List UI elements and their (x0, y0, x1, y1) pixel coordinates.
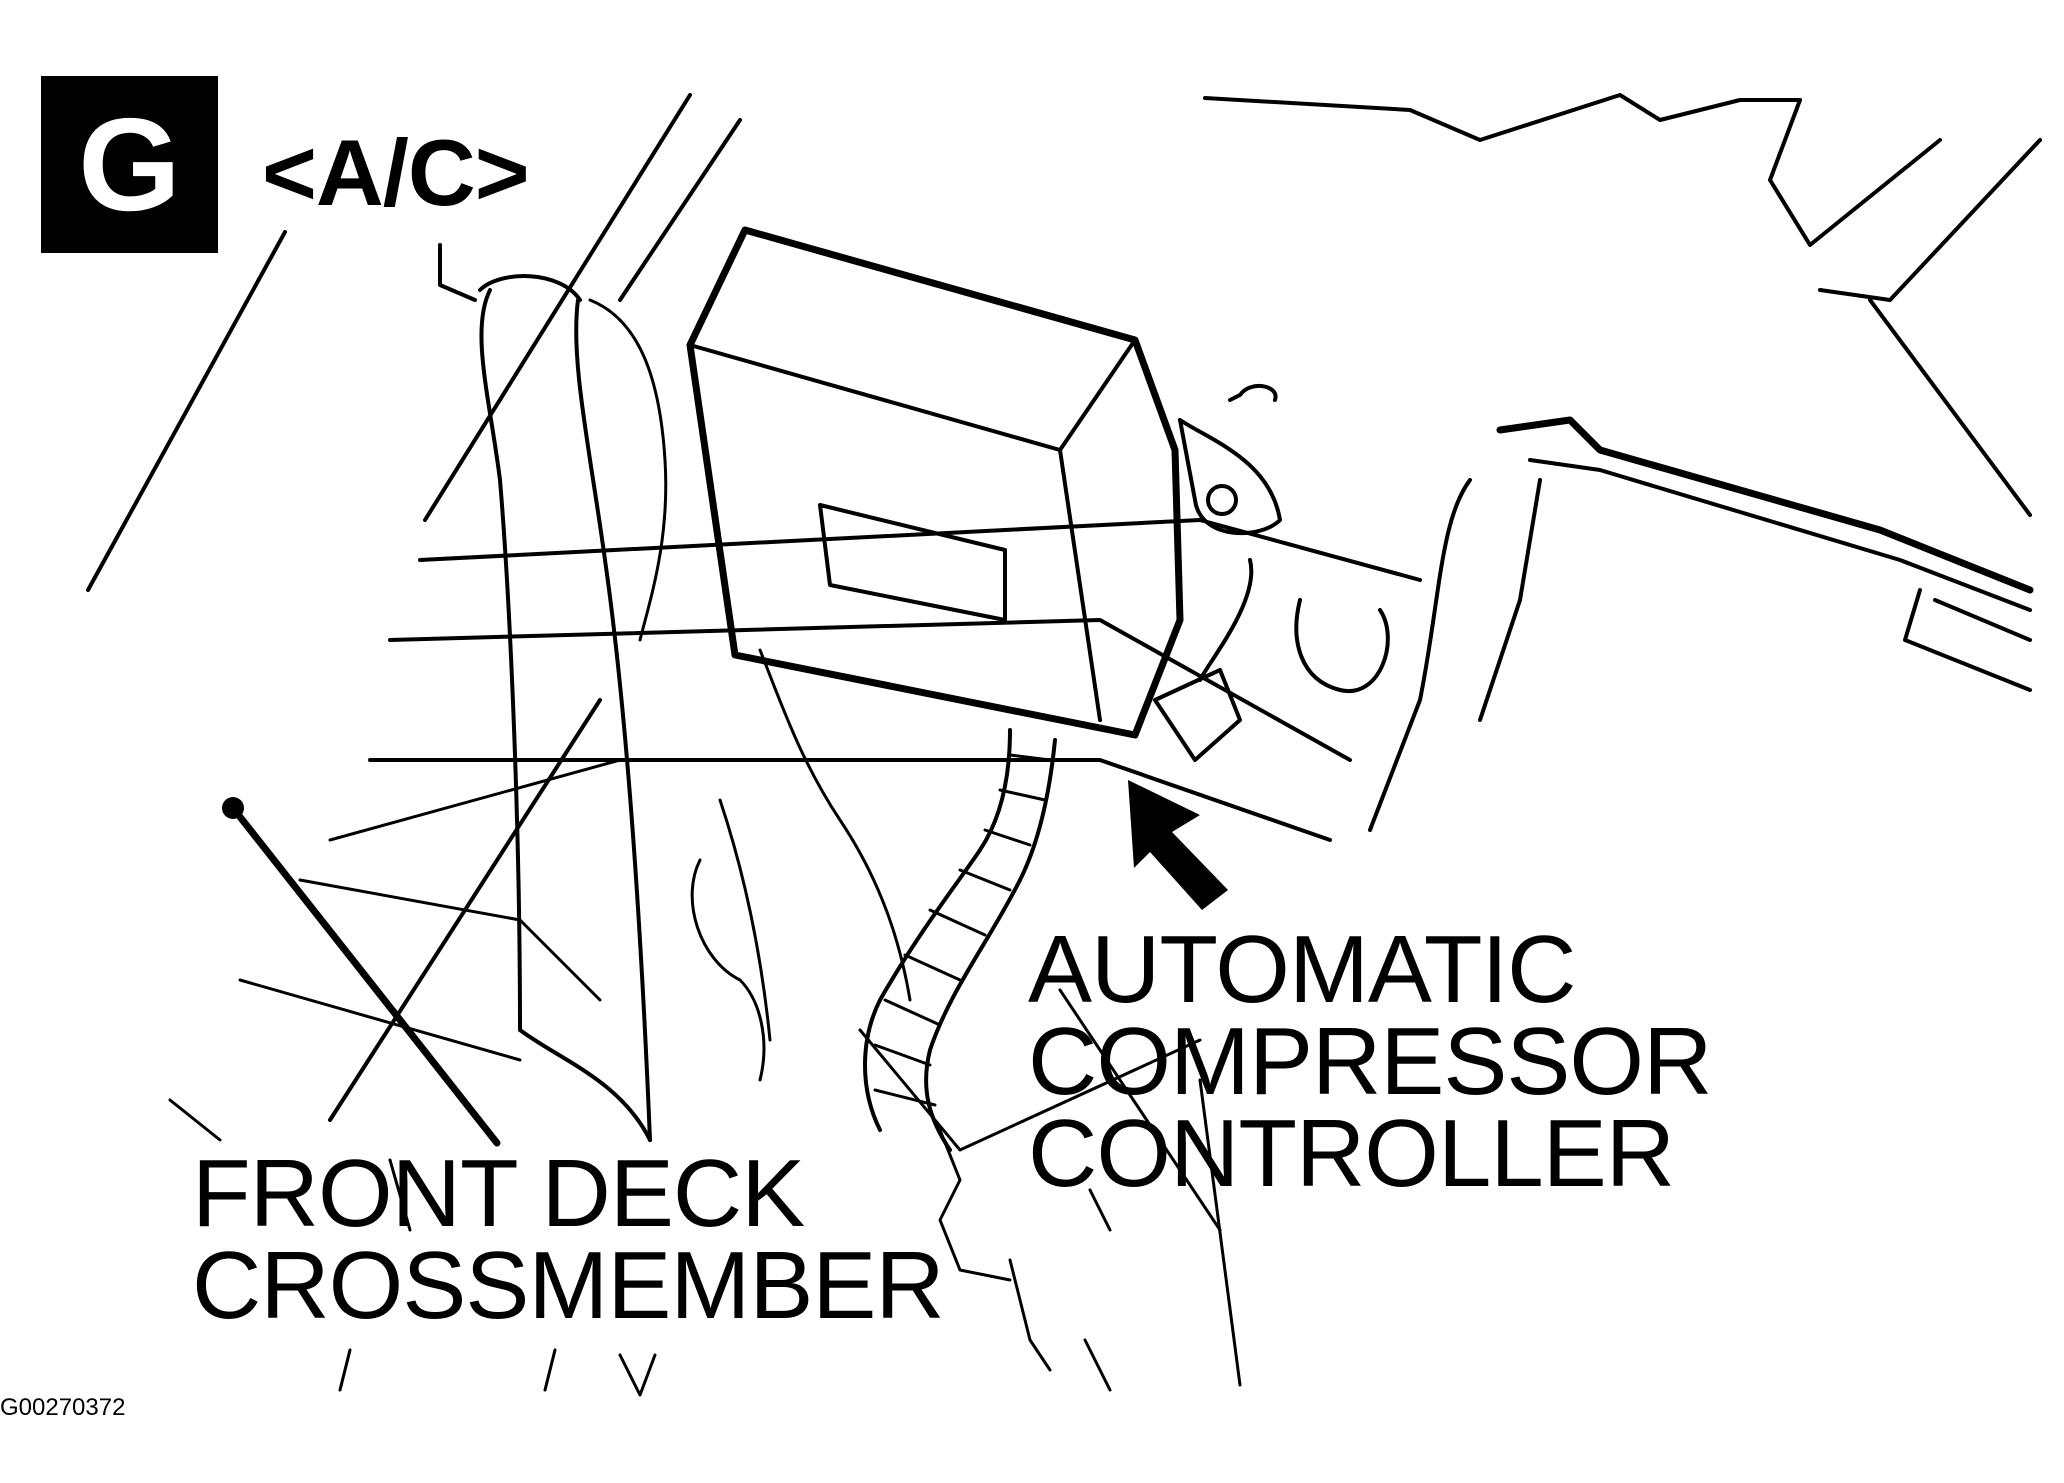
controller-box (686, 226, 1184, 739)
figure-code: G00270372 (0, 1394, 126, 1421)
figure-badge: G (41, 76, 218, 253)
callout-line: FRONT DECK (192, 1140, 805, 1247)
crossmember-leader (222, 797, 501, 1147)
fittings (1153, 383, 1542, 832)
ac-hose (438, 243, 668, 1142)
system-tag: <A/C> (262, 120, 530, 225)
upper-right-brace (1203, 93, 2042, 692)
chassis-lines (86, 93, 1242, 1397)
controller-arrow (1128, 780, 1228, 910)
wiring-harness (690, 648, 1112, 1372)
callout-line: COMPRESSOR (1028, 1008, 1712, 1115)
callout-line: CROSSMEMBER (192, 1232, 945, 1339)
callout-automatic-compressor-controller: AUTOMATIC COMPRESSOR CONTROLLER (1028, 916, 1712, 1207)
callout-line: CONTROLLER (1028, 1100, 1675, 1207)
callout-line: AUTOMATIC (1028, 916, 1576, 1023)
callout-front-deck-crossmember: FRONT DECK CROSSMEMBER (192, 1140, 945, 1339)
